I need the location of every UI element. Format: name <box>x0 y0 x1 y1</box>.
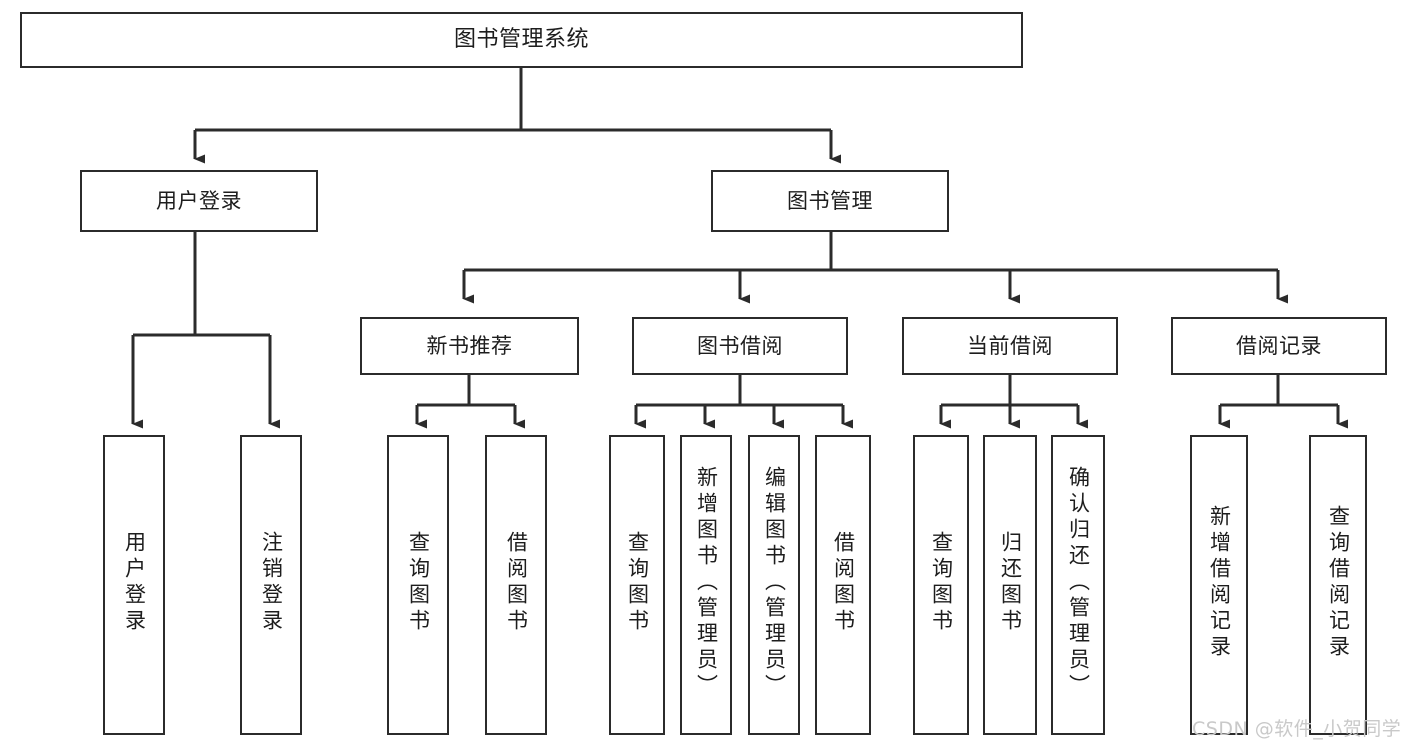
node-label: 查询借阅记录 <box>1326 505 1351 661</box>
node-label: 查询图书 <box>929 531 954 635</box>
leaf-current-confirm-return-admin[interactable]: 确认归还（管理员） <box>1051 435 1105 735</box>
node-label: 确认归还（管理员） <box>1066 466 1091 700</box>
node-book-management[interactable]: 图书管理 <box>711 170 949 232</box>
node-label: 归还图书 <box>998 531 1023 635</box>
node-label: 用户登录 <box>156 188 242 213</box>
node-label: 查询图书 <box>406 531 431 635</box>
node-new-book-recommend[interactable]: 新书推荐 <box>360 317 579 375</box>
node-root-book-management-system[interactable]: 图书管理系统 <box>20 12 1023 68</box>
node-label: 新书推荐 <box>426 333 513 358</box>
node-label: 新增借阅记录 <box>1207 505 1232 661</box>
node-user-login[interactable]: 用户登录 <box>80 170 318 232</box>
watermark-csdn: CSDN @软件_小贺同学 <box>1192 718 1402 740</box>
node-book-borrow[interactable]: 图书借阅 <box>632 317 848 375</box>
leaf-record-add-borrow-record[interactable]: 新增借阅记录 <box>1190 435 1248 735</box>
node-label: 图书管理系统 <box>453 27 589 53</box>
leaf-record-query-borrow-record[interactable]: 查询借阅记录 <box>1309 435 1367 735</box>
leaf-borrow-borrow-book[interactable]: 借阅图书 <box>815 435 871 735</box>
leaf-current-return-book[interactable]: 归还图书 <box>983 435 1037 735</box>
leaf-borrow-query-book[interactable]: 查询图书 <box>609 435 665 735</box>
node-label: 查询图书 <box>625 531 650 635</box>
node-label: 编辑图书（管理员） <box>762 466 787 700</box>
node-label: 注销登录 <box>259 531 284 635</box>
leaf-recommend-query-book[interactable]: 查询图书 <box>387 435 449 735</box>
node-label: 借阅图书 <box>504 531 529 635</box>
leaf-current-query-book[interactable]: 查询图书 <box>913 435 969 735</box>
leaf-borrow-add-book-admin[interactable]: 新增图书（管理员） <box>680 435 732 735</box>
node-label: 新增图书（管理员） <box>694 466 719 700</box>
node-label: 借阅记录 <box>1236 333 1322 358</box>
node-label: 图书管理 <box>787 188 873 213</box>
node-current-borrow[interactable]: 当前借阅 <box>902 317 1118 375</box>
leaf-borrow-edit-book-admin[interactable]: 编辑图书（管理员） <box>748 435 800 735</box>
node-label: 当前借阅 <box>967 333 1053 358</box>
leaf-user-login-signin[interactable]: 用户登录 <box>103 435 165 735</box>
node-label: 用户登录 <box>122 531 147 635</box>
node-borrow-record[interactable]: 借阅记录 <box>1171 317 1387 375</box>
node-label: 借阅图书 <box>831 531 856 635</box>
leaf-user-login-signout[interactable]: 注销登录 <box>240 435 302 735</box>
node-label: 图书借阅 <box>697 333 783 358</box>
leaf-recommend-borrow-book[interactable]: 借阅图书 <box>485 435 547 735</box>
